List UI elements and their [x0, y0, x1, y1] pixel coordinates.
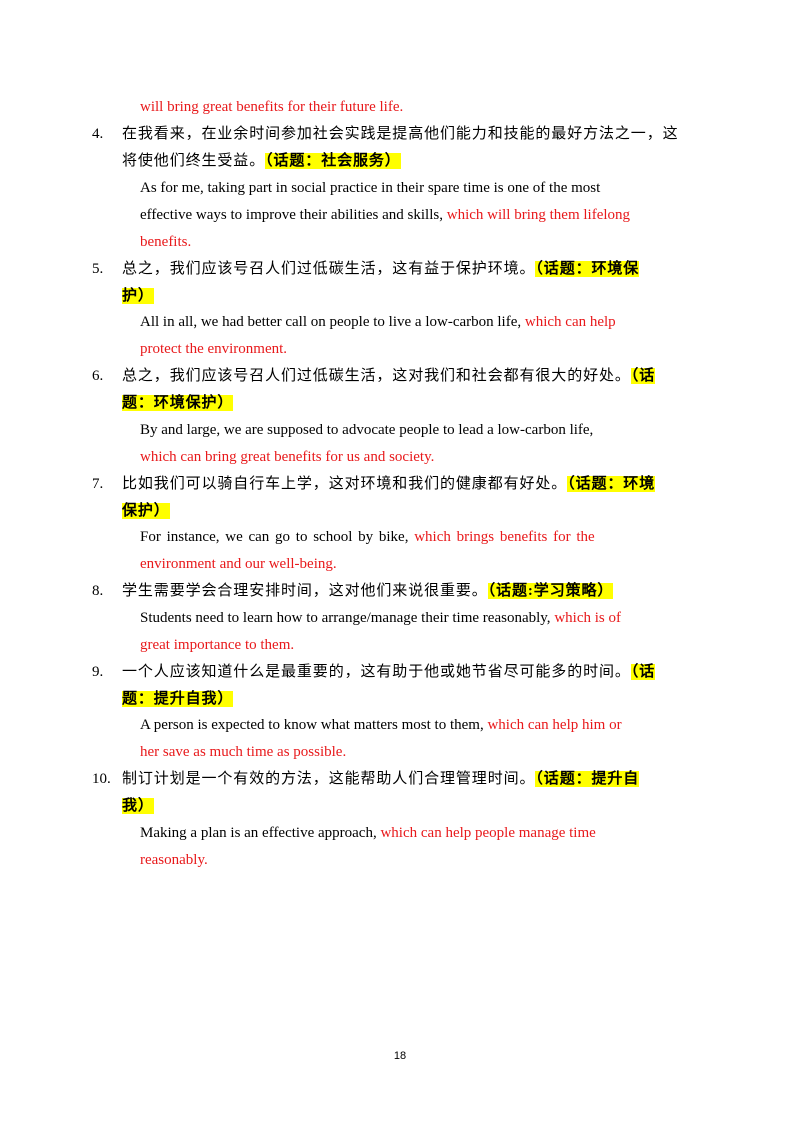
item-7-relative-clause-cont: environment and our well-being. — [140, 556, 337, 572]
item-6-chinese-text: 总之，我们应该号召人们过低碳生活，这对我们和社会都有很大的好处。 — [122, 368, 631, 384]
topic-highlight: （话题：社会服务） — [265, 153, 401, 169]
item-5-relative-clause-cont: protect the environment. — [140, 341, 288, 357]
item-10-chinese-line: 制订计划是一个有效的方法，这能帮助人们合理管理时间。（话题：提升自 — [122, 766, 640, 793]
item-7-chinese-text: 比如我们可以骑自行车上学，这对环境和我们的健康都有好处。 — [122, 476, 568, 492]
item-7-chinese-line: 保护） — [122, 498, 170, 525]
item-4-relative-clause-cont: benefits. — [140, 234, 192, 250]
item-4-english-line: As for me, taking part in social practic… — [140, 180, 601, 196]
topic-highlight: 题：提升自我） — [122, 691, 234, 707]
item-8-chinese-line: 学生需要学会合理安排时间，这对他们来说很重要。（话题:学习策略） — [122, 578, 614, 605]
item-6-relative-clause: which can bring great benefits for us an… — [140, 449, 435, 465]
item-9-chinese-text: 一个人应该知道什么是最重要的，这有助于他或她节省尽可能多的时间。 — [122, 664, 631, 680]
item-4-relative-clause: which will bring them lifelong — [446, 207, 631, 223]
item-3-translation-tail: will bring great benefits for their futu… — [140, 99, 404, 115]
topic-highlight: （话题：环境 — [567, 476, 656, 492]
item-7-english-text: For instance, we can go to school by bik… — [140, 529, 415, 545]
item-4-chinese-line: 将使他们终生受益。（话题：社会服务） — [122, 148, 401, 175]
topic-highlight: （话 — [630, 664, 656, 680]
item-4-number: 4. — [92, 126, 104, 142]
item-6-number: 6. — [92, 368, 104, 384]
topic-highlight: 我） — [122, 798, 154, 814]
item-9-number: 9. — [92, 664, 104, 680]
topic-highlight: （话 — [630, 368, 656, 384]
item-5-relative-clause: which can help — [524, 314, 616, 330]
item-4-english-line: effective ways to improve their abilitie… — [140, 202, 630, 229]
item-10-relative-clause-cont: reasonably. — [140, 852, 208, 868]
topic-highlight: （话题：提升自 — [535, 771, 640, 787]
topic-highlight: （话题：环境保 — [535, 261, 640, 277]
item-7-chinese-line: 比如我们可以骑自行车上学，这对环境和我们的健康都有好处。（话题：环境 — [122, 471, 656, 498]
item-4-chinese-text: 将使他们终生受益。 — [122, 153, 266, 169]
page-number: 18 — [393, 1050, 407, 1062]
topic-highlight: （话题:学习策略） — [487, 583, 614, 599]
item-10-number: 10. — [92, 771, 111, 787]
topic-highlight: 护） — [122, 288, 154, 304]
item-9-english-line: A person is expected to know what matter… — [140, 712, 622, 739]
item-8-english-text: Students need to learn how to arrange/ma… — [140, 610, 555, 626]
item-7-relative-clause: which brings benefits for the — [414, 529, 595, 545]
item-8-relative-clause-cont: great importance to them. — [140, 637, 295, 653]
item-8-number: 8. — [92, 583, 104, 599]
item-8-english-line: Students need to learn how to arrange/ma… — [140, 605, 621, 632]
item-10-relative-clause: which can help people manage time — [380, 825, 596, 841]
item-5-chinese-text: 总之，我们应该号召人们过低碳生活，这有益于保护环境。 — [122, 261, 536, 277]
item-5-number: 5. — [92, 261, 104, 277]
item-9-english-text: A person is expected to know what matter… — [140, 717, 488, 733]
topic-highlight: 保护） — [122, 503, 170, 519]
item-8-relative-clause: which is of — [554, 610, 621, 626]
item-10-chinese-line: 我） — [122, 793, 154, 820]
item-7-english-line: For instance, we can go to school by bik… — [140, 524, 595, 551]
item-5-chinese-line: 护） — [122, 283, 154, 310]
item-5-english-line: All in all, we had better call on people… — [140, 309, 616, 336]
item-9-chinese-line: 一个人应该知道什么是最重要的，这有助于他或她节省尽可能多的时间。（话 — [122, 659, 656, 686]
item-10-english-line: Making a plan is an effective approach, … — [140, 820, 596, 847]
item-5-chinese-line: 总之，我们应该号召人们过低碳生活，这有益于保护环境。（话题：环境保 — [122, 256, 640, 283]
item-6-english-line: By and large, we are supposed to advocat… — [140, 422, 594, 438]
item-9-relative-clause: which can help him or — [487, 717, 622, 733]
item-10-chinese-text: 制订计划是一个有效的方法，这能帮助人们合理管理时间。 — [122, 771, 536, 787]
item-9-relative-clause-cont: her save as much time as possible. — [140, 744, 347, 760]
item-7-number: 7. — [92, 476, 104, 492]
item-10-english-text: Making a plan is an effective approach, — [140, 825, 381, 841]
item-4-chinese-line: 在我看来，在业余时间参加社会实践是提高他们能力和技能的最好方法之一，这 — [122, 126, 679, 142]
item-9-chinese-line: 题：提升自我） — [122, 686, 234, 713]
item-8-chinese-text: 学生需要学会合理安排时间，这对他们来说很重要。 — [122, 583, 488, 599]
item-6-chinese-line: 题：环境保护） — [122, 390, 234, 417]
item-6-chinese-line: 总之，我们应该号召人们过低碳生活，这对我们和社会都有很大的好处。（话 — [122, 363, 656, 390]
item-5-english-text: All in all, we had better call on people… — [140, 314, 525, 330]
item-4-english-text: effective ways to improve their abilitie… — [140, 207, 447, 223]
topic-highlight: 题：环境保护） — [122, 395, 234, 411]
